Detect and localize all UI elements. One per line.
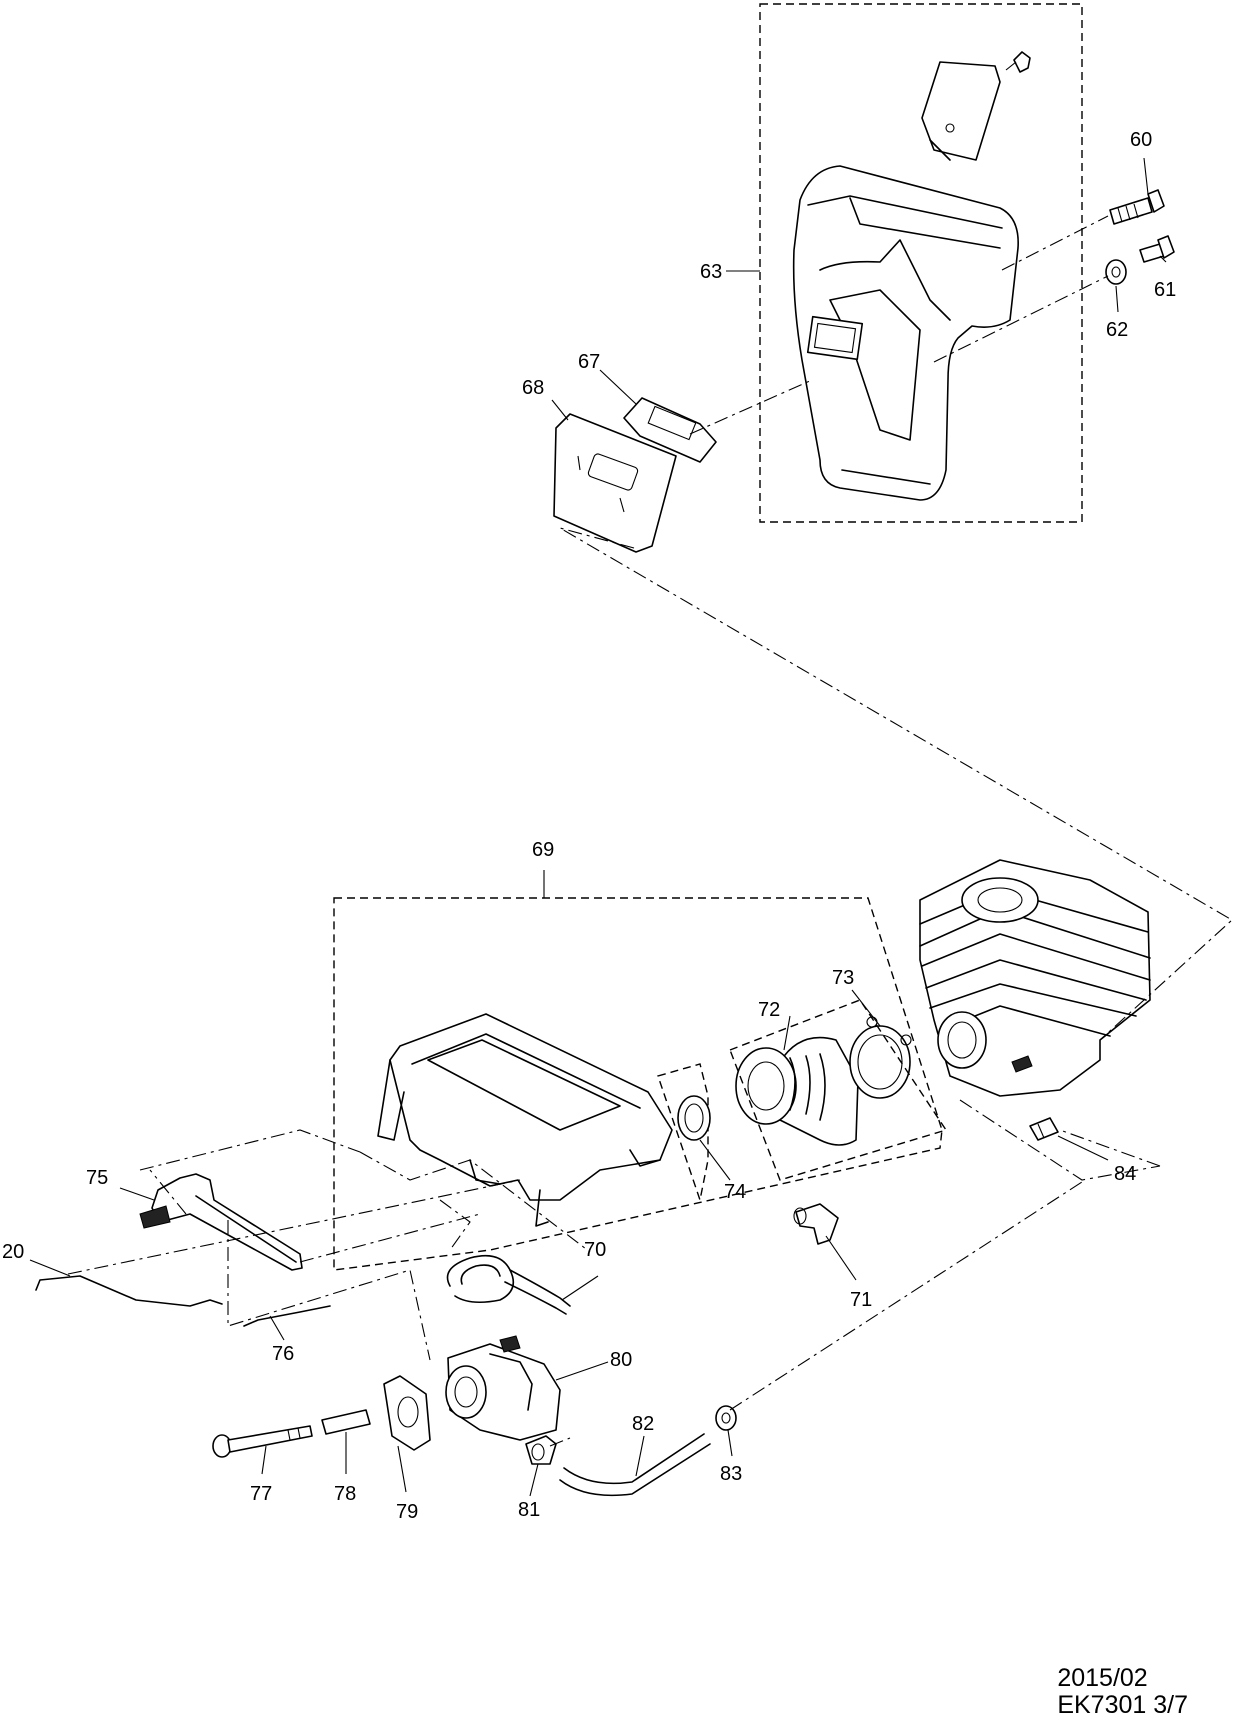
assembly-lines — [67, 215, 1233, 1447]
part-label-80: 80 — [610, 1349, 632, 1371]
leader-lines — [29, 157, 1167, 1497]
impulse-hose-70 — [446, 1254, 571, 1315]
part-label-70: 70 — [584, 1239, 606, 1261]
part-label-78: 78 — [334, 1483, 356, 1505]
part-label-62: 62 — [1106, 319, 1128, 341]
part-label-67: 67 — [578, 351, 600, 373]
gasket-67 — [623, 397, 717, 463]
ring-74 — [677, 1095, 711, 1141]
sub-box-72-73 — [729, 999, 948, 1181]
muffler-body — [792, 165, 1019, 501]
heat-shield-68 — [553, 413, 677, 553]
part-label-75: 75 — [86, 1167, 108, 1189]
part-label-60: 60 — [1130, 129, 1152, 151]
bolt-77 — [212, 1425, 313, 1458]
flange-73 — [849, 1016, 912, 1099]
hose-clamp-81 — [525, 1435, 557, 1465]
cylinder — [919, 859, 1151, 1097]
part-label-83: 83 — [720, 1463, 742, 1485]
spacer-78 — [321, 1409, 371, 1435]
bolt-61 — [1139, 235, 1175, 263]
part-label-68: 68 — [522, 377, 544, 399]
muffler-group-box — [759, 3, 1083, 523]
carburetor-80 — [445, 1335, 561, 1441]
footer: 2015/02 EK7301 3/7 — [1057, 1665, 1188, 1719]
throttle-rod-20 — [35, 1275, 223, 1307]
part-label-71: 71 — [850, 1289, 872, 1311]
decompression-valve-84 — [1029, 1117, 1059, 1141]
part-label-82: 82 — [632, 1413, 654, 1435]
part-label-20: 20 — [2, 1241, 24, 1263]
part-label-84: 84 — [1114, 1163, 1136, 1185]
footer-date: 2015/02 — [1057, 1664, 1148, 1692]
spark-arrestor-cover — [921, 61, 1001, 161]
air-filter-base — [377, 1013, 673, 1227]
insulator-gasket-79 — [383, 1375, 431, 1451]
part-label-73: 73 — [832, 967, 854, 989]
part-label-79: 79 — [396, 1501, 418, 1523]
part-label-81: 81 — [518, 1499, 540, 1521]
muffler-top-screw — [1005, 51, 1031, 73]
spring-clip-76 — [243, 1305, 331, 1327]
intake-manifold-72 — [735, 1036, 859, 1146]
footer-doc-code: EK7301 3/7 — [1057, 1691, 1188, 1719]
part-label-63: 63 — [700, 261, 722, 283]
elbow-fitting-71 — [793, 1203, 839, 1245]
fuel-hose-82 — [559, 1433, 711, 1497]
part-label-77: 77 — [250, 1483, 272, 1505]
intake-group-box — [333, 897, 943, 1271]
bolt-60 — [1109, 189, 1165, 225]
part-label-69: 69 — [532, 839, 554, 861]
part-label-76: 76 — [272, 1343, 294, 1365]
part-label-61: 61 — [1154, 279, 1176, 301]
part-label-72: 72 — [758, 999, 780, 1021]
washer-62 — [1105, 259, 1127, 285]
throttle-lever-75 — [139, 1173, 303, 1271]
grommet-83 — [715, 1405, 737, 1431]
part-label-74: 74 — [724, 1181, 746, 1203]
